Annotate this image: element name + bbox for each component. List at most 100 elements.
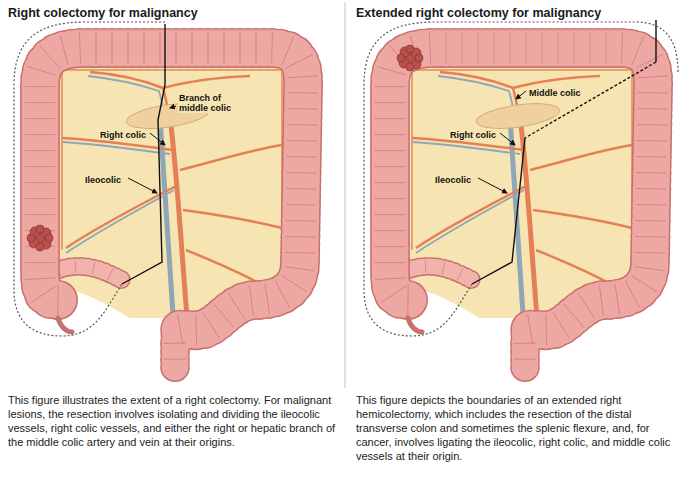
vessel-label-box: Middle colic (528, 82, 598, 100)
haustral-fold (75, 260, 77, 273)
leader-arrows (128, 106, 176, 193)
haustral-fold (178, 315, 183, 344)
haustral-fold (79, 33, 80, 63)
haustral-fold (637, 156, 667, 158)
haustral-fold (164, 342, 185, 344)
haustral-fold (164, 359, 185, 360)
vessel-label-box: Right colic (449, 124, 509, 142)
haustral-fold (564, 304, 583, 327)
haustral-fold (25, 182, 55, 183)
haustral-fold (615, 284, 620, 313)
haustral-fold (635, 267, 664, 271)
haustral-fold (553, 313, 569, 338)
haustral-fold (288, 124, 318, 126)
haustral-fold (25, 198, 55, 199)
haustral-fold (25, 150, 55, 151)
extended-right-colectomy-panel (364, 20, 678, 382)
tumor-nodule (27, 234, 35, 242)
haustral-fold (249, 286, 253, 315)
haustral-fold (632, 276, 657, 292)
haustral-fold (638, 92, 668, 94)
haustral-fold (265, 284, 270, 313)
haustral-fold (636, 236, 666, 238)
haustral-fold (57, 285, 58, 315)
haustral-fold (271, 33, 273, 63)
vessel-label: Right colic (99, 130, 147, 140)
haustral-fold (621, 33, 623, 63)
haustral-fold (25, 262, 55, 263)
panel-title: Extended right colectomy for malignancy (356, 6, 601, 20)
haustral-fold (28, 67, 56, 75)
resection-line (122, 24, 165, 284)
haustral-fold (375, 118, 405, 119)
tumor-nodule (36, 243, 44, 251)
vessel-label: Middle colic (528, 88, 582, 98)
haustral-fold (446, 33, 447, 63)
haustral-fold (160, 33, 161, 63)
haustral-fold (287, 140, 317, 142)
tumor (27, 225, 53, 251)
haustral-fold (288, 92, 318, 94)
haustra (25, 33, 318, 359)
tube-fill-bump (512, 354, 539, 381)
colon-centerline (40, 48, 303, 372)
haustral-fold (375, 214, 405, 215)
tube-fill (372, 30, 672, 381)
haustral-fold (144, 33, 145, 63)
haustral-fold (25, 214, 55, 215)
haustral-fold (558, 33, 559, 63)
haustral-fold (256, 33, 257, 63)
vessel-label-box: Branch of middle colic (178, 93, 240, 115)
haustral-fold (375, 230, 405, 231)
haustral-fold (375, 262, 405, 263)
haustral-fold (286, 55, 312, 68)
haustral-fold (636, 188, 666, 190)
tumor-nodule (406, 45, 414, 53)
haustral-fold (288, 76, 318, 78)
haustral-fold (637, 140, 667, 142)
haustral-fold (638, 76, 668, 78)
figure-caption: This figure illustrates the extent of a … (8, 393, 336, 449)
haustral-fold (382, 286, 407, 302)
haustral-fold (128, 33, 129, 63)
haustral-fold (208, 33, 209, 63)
haustral-fold (60, 36, 68, 65)
haustral-fold (92, 262, 95, 274)
haustral-fold (632, 37, 643, 64)
haustral-fold (545, 315, 547, 345)
haustral-fold (526, 33, 527, 63)
haustral-fold (636, 204, 666, 206)
haustral-fold (636, 220, 666, 222)
mesentery-vessels (58, 64, 286, 330)
haustral-fold (375, 86, 405, 87)
resection-outline (14, 22, 165, 336)
vessel-label-box: Right colic (99, 124, 159, 142)
haustral-fold (96, 33, 97, 63)
resection-line (472, 138, 525, 284)
haustral-fold (429, 33, 430, 63)
haustral-fold (286, 188, 316, 190)
tube-outline (370, 28, 673, 382)
haustral-fold (375, 246, 405, 247)
haustra (406, 260, 463, 280)
vessel-label-box: Ileocolic (84, 169, 144, 187)
haustral-fold (286, 236, 316, 238)
haustral-fold (224, 33, 225, 63)
appendix (58, 318, 72, 332)
colon (370, 28, 673, 382)
panel-title-box: Extended right colectomy for malignancy (356, 3, 681, 21)
haustral-fold (288, 108, 318, 110)
haustral-fold (579, 293, 595, 318)
haustral-fold (375, 102, 405, 103)
vessel-label-box: Ileocolic (434, 169, 494, 187)
haustra (56, 260, 113, 280)
haustral-fold (195, 315, 197, 345)
haustral-fold (286, 204, 316, 206)
haustral-fold (40, 46, 60, 68)
haustral-fold (590, 33, 591, 63)
haustral-fold (375, 134, 405, 135)
haustral-fold (378, 67, 406, 75)
haustral-fold (276, 281, 290, 307)
haustral-fold (214, 304, 233, 327)
